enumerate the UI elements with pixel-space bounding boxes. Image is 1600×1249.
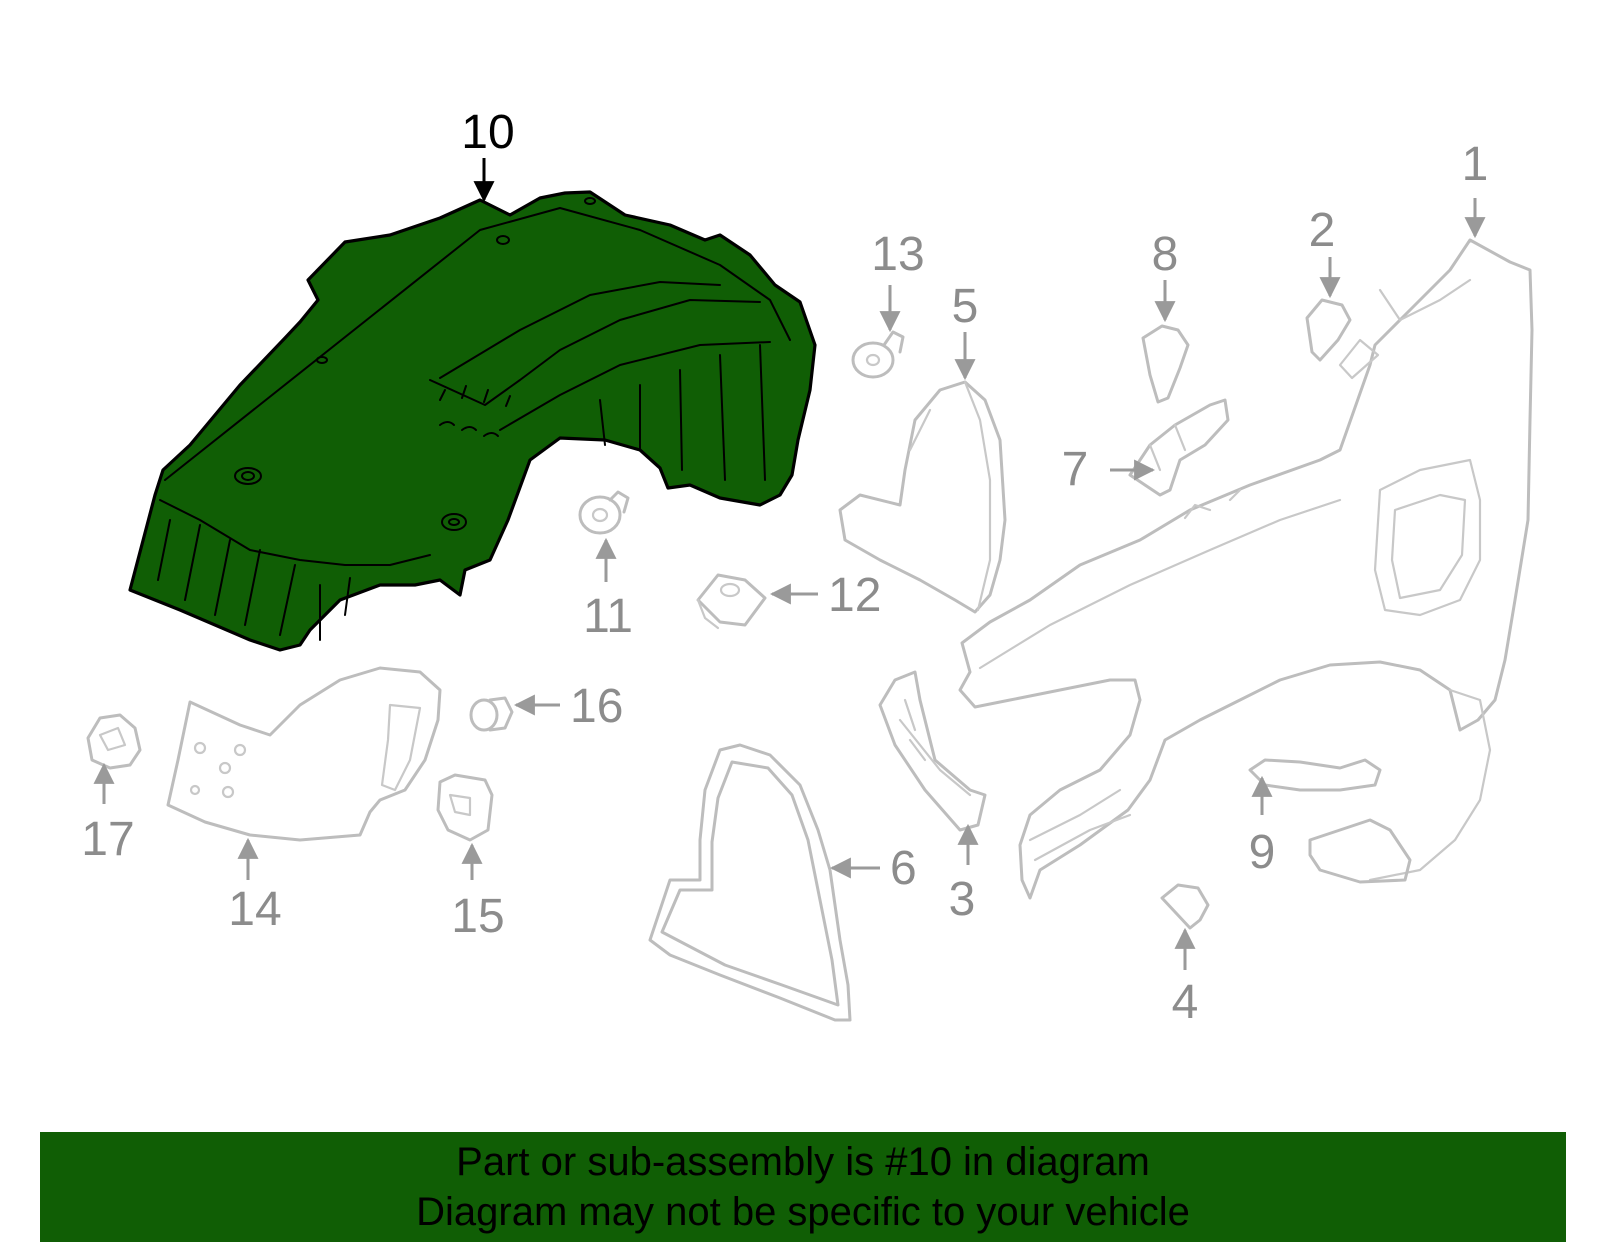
fender-liner-part-10[interactable] [128,190,817,652]
callout-10: 10 [461,106,514,159]
nut-part-12[interactable] [696,573,767,630]
bracket-part-7[interactable] [1128,398,1230,497]
callout-9: 9 [1249,826,1276,879]
banner-line-1: Part or sub-assembly is #10 in diagram [456,1140,1150,1184]
callout-3: 3 [949,873,976,926]
callout-11: 11 [583,590,633,643]
bracket-part-3[interactable] [878,670,987,832]
callout-16: 16 [570,680,623,733]
fender-part-1[interactable] [958,238,1534,900]
callout-6: 6 [890,842,917,895]
clip-part-15[interactable] [436,773,494,842]
callout-4: 4 [1172,976,1199,1029]
callout-7: 7 [1062,443,1089,496]
leader-arrows [93,158,1486,970]
bolt-part-11[interactable] [578,490,630,535]
callout-5: 5 [952,280,979,333]
info-banner: Part or sub-assembly is #10 in diagram D… [40,1132,1566,1242]
bolt-part-13[interactable] [851,330,905,379]
clip-part-8[interactable] [1141,324,1190,404]
banner-line-2: Diagram may not be specific to your vehi… [416,1190,1190,1234]
callout-labels: 1 2 3 4 5 6 7 8 9 10 11 12 13 14 15 16 1… [81,106,1488,1029]
seal-part-5[interactable] [838,380,1007,614]
callout-14: 14 [228,883,281,936]
clip-part-2[interactable] [1305,298,1352,362]
liner-part-14[interactable] [166,666,442,842]
clip-part-4[interactable] [1160,883,1210,930]
callout-17: 17 [81,813,134,866]
callout-1: 1 [1462,138,1489,191]
callout-13: 13 [871,228,924,281]
callout-12: 12 [828,569,881,622]
callout-8: 8 [1152,228,1179,281]
clip-part-17[interactable] [86,713,142,770]
bolt-part-16[interactable] [469,696,514,732]
bracket-part-9[interactable] [1248,758,1412,884]
shield-part-6[interactable] [648,743,852,1022]
callout-2: 2 [1309,204,1336,257]
callout-15: 15 [451,890,504,943]
